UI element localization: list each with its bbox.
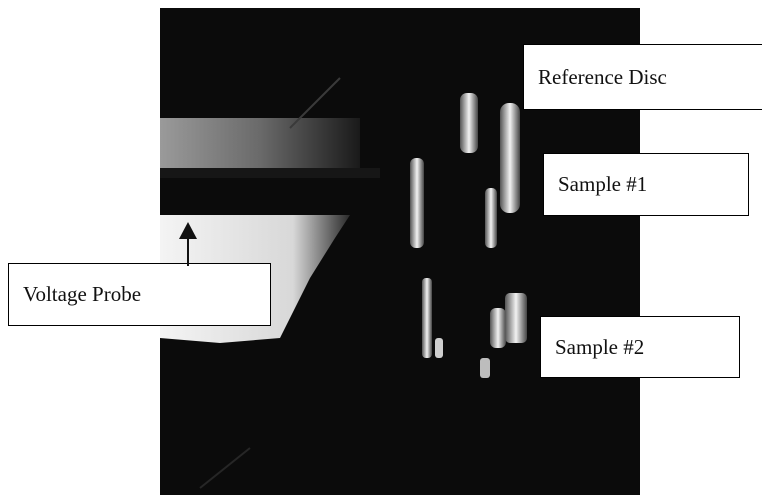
diagonal-line	[289, 77, 341, 129]
up-arrow-icon	[179, 222, 197, 266]
sample-2-label: Sample #2	[540, 316, 740, 378]
reference-disc-label: Reference Disc	[523, 44, 762, 110]
upper-grey-band	[160, 118, 360, 168]
rod	[490, 308, 506, 348]
band-dark-edge	[160, 168, 380, 178]
rod	[460, 93, 478, 153]
rod	[500, 103, 520, 213]
rod	[422, 278, 432, 358]
rod	[480, 358, 490, 378]
rod	[485, 188, 497, 248]
sample-1-label: Sample #1	[543, 153, 749, 216]
rod	[505, 293, 527, 343]
diagonal-line	[199, 447, 251, 489]
voltage-probe-label: Voltage Probe	[8, 263, 271, 326]
rod	[435, 338, 443, 358]
rod	[410, 158, 424, 248]
